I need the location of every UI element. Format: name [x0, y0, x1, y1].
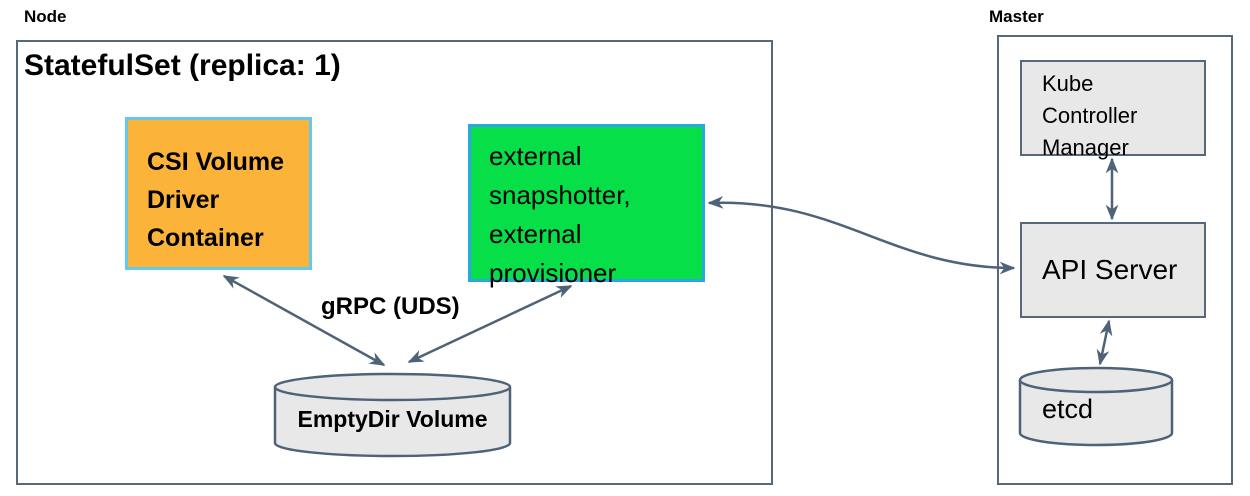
external-box-line: snapshotter,	[489, 180, 631, 210]
kcm-box-line: Controller	[1042, 103, 1138, 128]
etcd-label: etcd	[1042, 394, 1094, 424]
statefulset-label: StatefulSet (replica: 1)	[24, 49, 341, 82]
node-box: StatefulSet (replica: 1)	[16, 40, 773, 485]
kube-controller-manager-box: Kube Controller Manager	[1020, 60, 1206, 160]
grpc-uds-label: gRPC (UDS)	[321, 293, 460, 320]
csi-box-line: Driver	[147, 186, 220, 214]
external-snapshotter-provisioner-box: external snapshotter, external provision…	[468, 124, 705, 288]
external-box-line: external	[489, 141, 582, 171]
kcm-box-line: Kube	[1042, 71, 1094, 96]
node-section-label: Node	[24, 7, 67, 26]
csi-volume-driver-container-box: CSI Volume Driver Container	[125, 117, 312, 270]
csi-box-line: Container	[147, 224, 264, 252]
kcm-box-line: Manager	[1042, 135, 1129, 160]
csi-box-line: CSI Volume	[147, 148, 285, 176]
external-box-line: external	[489, 219, 582, 249]
master-section-label: Master	[989, 7, 1044, 26]
emptydir-volume-label: EmptyDir Volume	[297, 406, 488, 432]
api-server-box: API Server	[1020, 222, 1206, 318]
api-server-label: API Server	[1042, 254, 1178, 285]
external-box-line: provisioner	[489, 258, 617, 288]
